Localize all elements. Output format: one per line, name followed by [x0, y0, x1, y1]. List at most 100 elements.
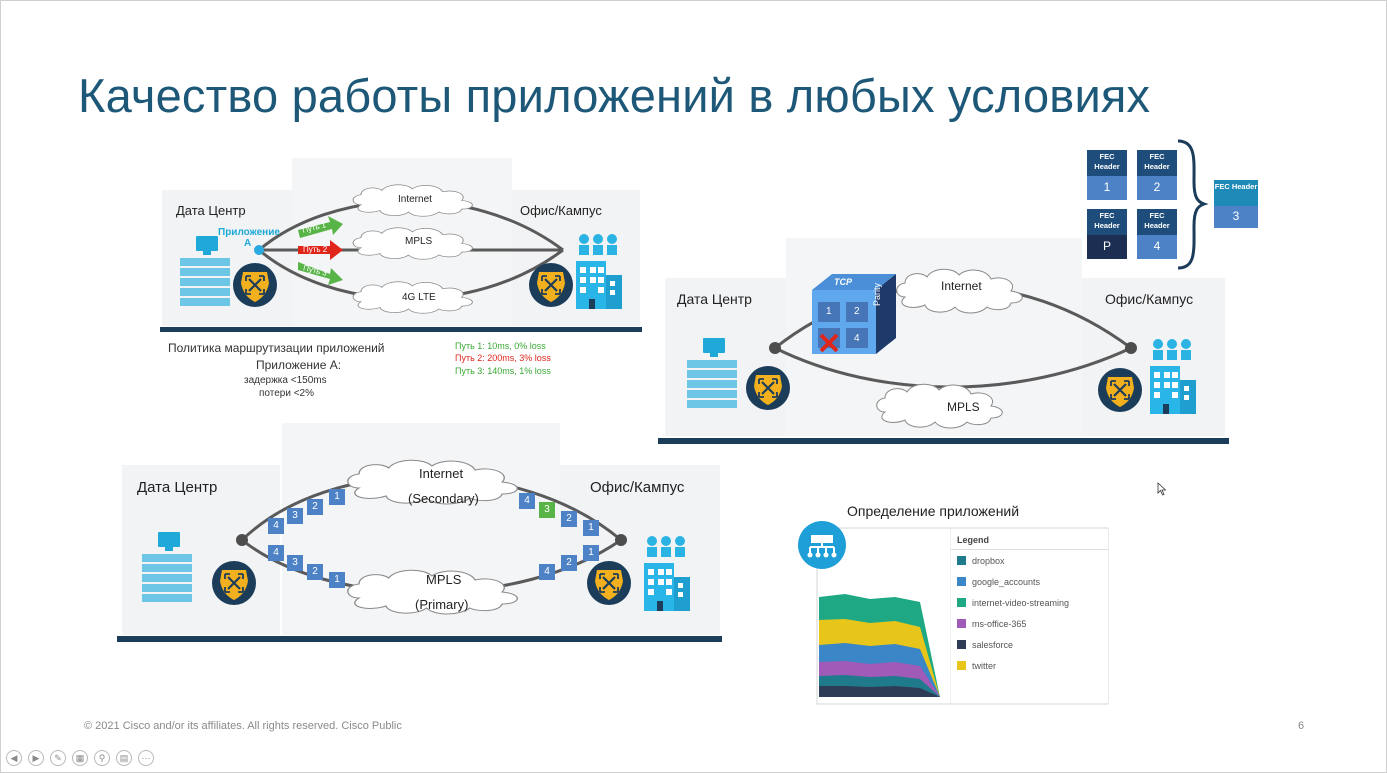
fec-header-label: FEC Header — [1144, 152, 1170, 171]
packet: 4 — [539, 564, 555, 580]
path-3-stat: Путь 3: 140ms, 1% loss — [455, 366, 551, 376]
legend-swatch — [957, 556, 966, 565]
office-label: Офис/Кампус — [590, 479, 685, 496]
packet: 2 — [307, 564, 323, 580]
path-3-arrow — [298, 262, 343, 285]
legend-label: salesforce — [972, 639, 1014, 650]
legend-item-ms-office-365: ms-office-365 — [951, 613, 1108, 634]
prev-icon[interactable]: ◀ — [6, 750, 22, 766]
cloud-internet-label: Internet — [419, 466, 464, 481]
next-icon[interactable]: ▶ — [28, 750, 44, 766]
packet: 3 — [287, 508, 303, 524]
legend-swatch — [957, 598, 966, 607]
packet: 1 — [329, 572, 345, 588]
parity-label: Parity — [872, 282, 882, 306]
mouse-cursor-icon — [1157, 482, 1167, 496]
router-icon — [585, 559, 633, 607]
cloud-internet-sub-label: (Secondary) — [408, 491, 479, 506]
pen-icon[interactable]: ✎ — [50, 750, 66, 766]
fec-header-label: FEC Header — [1214, 182, 1258, 191]
fec-number: 4 — [1153, 239, 1161, 253]
dc-label: Дата Центр — [176, 203, 246, 218]
page-number: 6 — [1298, 720, 1305, 732]
chart-legend: Legend dropbox google_accounts internet-… — [951, 529, 1108, 703]
packet: 2 — [561, 555, 577, 571]
packet: 2 — [307, 499, 323, 515]
cube-cell-1: 1 — [826, 306, 832, 317]
panel-path-selection — [160, 158, 642, 332]
fec-number: 3 — [1232, 209, 1240, 223]
office-label: Офис/Кампус — [520, 203, 602, 218]
policy-title: Политика маршрутизации приложений — [168, 341, 385, 355]
packet: 2 — [561, 511, 577, 527]
fec-header-label: FEC Header — [1144, 211, 1170, 230]
fec-number: 2 — [1153, 180, 1161, 194]
slide-title: Качество работы приложений в любых услов… — [78, 69, 1151, 122]
brace-icon — [1177, 139, 1209, 270]
legend-swatch — [957, 619, 966, 628]
legend-title: Legend — [951, 529, 1108, 550]
policy-app: Приложение А: — [256, 358, 342, 372]
packet: 4 — [268, 545, 284, 561]
cube-cell-2: 2 — [854, 306, 860, 317]
app-detection-title: Определение приложений — [847, 503, 1020, 519]
app-label: Приложение — [218, 227, 280, 238]
cloud-lte-label: 4G LTE — [402, 292, 436, 303]
zoom-icon[interactable]: ⚲ — [94, 750, 110, 766]
cube-cell-4: 4 — [854, 333, 860, 344]
policy-delay: задержка <150ms — [244, 375, 327, 386]
tcp-label: TCP — [834, 277, 852, 287]
panel-baseline — [658, 438, 1229, 444]
cloud-internet-label: Internet — [941, 279, 982, 293]
packet: 1 — [329, 489, 345, 505]
legend-item-twitter: twitter — [951, 655, 1108, 676]
router-icon — [1096, 366, 1144, 414]
footer-copyright: © 2021 Cisco and/or its affiliates. All … — [84, 720, 402, 732]
tcp-cube — [812, 274, 896, 354]
panel-baseline — [160, 327, 642, 332]
packet: 1 — [583, 520, 599, 536]
router-icon — [231, 261, 279, 309]
packet: 1 — [583, 545, 599, 561]
cloud-internet-label: Internet — [398, 194, 432, 205]
fec-header-label: FEC Header — [1094, 211, 1120, 230]
legend-label: google_accounts — [972, 576, 1041, 587]
cloud-mpls-label: MPLS — [405, 236, 433, 247]
cloud-mpls-sub-label: (Primary) — [415, 597, 469, 612]
legend-label: internet-video-streaming — [972, 597, 1070, 608]
dc-label: Дата Центр — [677, 291, 752, 307]
office-label: Офис/Кампус — [1105, 291, 1194, 307]
fec-headers — [1087, 139, 1258, 270]
legend-label: dropbox — [972, 555, 1005, 566]
path-2-label: Путь 2 — [303, 245, 328, 254]
app-label-letter: А — [244, 238, 252, 249]
legend-swatch — [957, 577, 966, 586]
fec-header-label: FEC Header — [1094, 152, 1120, 171]
subtitles-icon[interactable]: ▤ — [116, 750, 132, 766]
path-1-stat: Путь 1: 10ms, 0% loss — [455, 341, 546, 351]
path-2-stat: Путь 2: 200ms, 3% loss — [455, 353, 551, 363]
legend-item-internet-video-streaming: internet-video-streaming — [951, 592, 1108, 613]
router-icon — [744, 364, 792, 412]
dc-label: Дата Центр — [137, 479, 218, 496]
router-icon — [527, 261, 575, 309]
cloud-mpls-label: MPLS — [947, 400, 980, 414]
stacked-area-chart — [819, 594, 940, 697]
legend-item-salesforce: salesforce — [951, 634, 1108, 655]
fec-number: P — [1102, 239, 1111, 253]
legend-swatch — [957, 640, 966, 649]
fec-number: 1 — [1103, 180, 1111, 194]
lost-packet-x-icon — [819, 333, 839, 353]
path-1-arrow — [298, 216, 343, 238]
slides-icon[interactable]: ▦ — [72, 750, 88, 766]
more-icon[interactable]: ⋯ — [138, 750, 154, 766]
packet: 4 — [519, 493, 535, 509]
legend-item-dropbox: dropbox — [951, 550, 1108, 571]
packet: 3 — [287, 555, 303, 571]
packet: 4 — [268, 518, 284, 534]
panel-baseline — [117, 636, 722, 642]
path-2-arrow — [298, 240, 343, 260]
panel-fec — [658, 139, 1258, 444]
legend-swatch — [957, 661, 966, 670]
